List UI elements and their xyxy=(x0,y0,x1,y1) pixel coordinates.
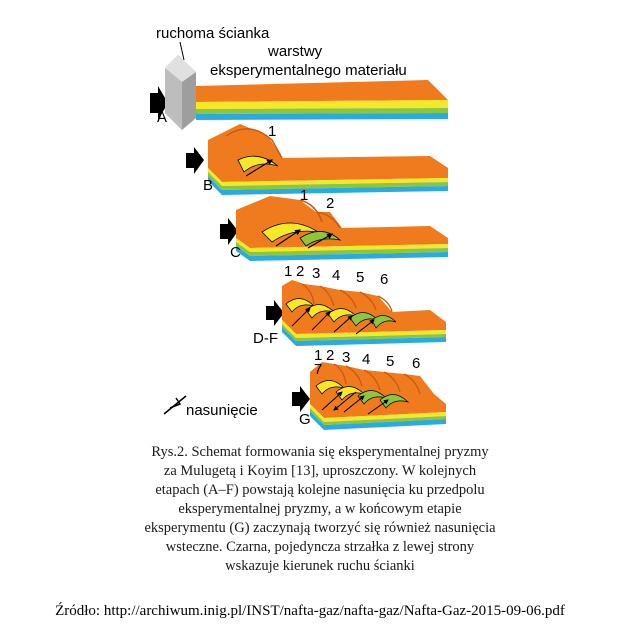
caption-line: wskazuje kierunek ruchu ścianki xyxy=(130,557,510,576)
thrust-number: 6 xyxy=(380,271,388,288)
caption-line: eksperymentu (G) zaczynają tworzyć się r… xyxy=(130,519,510,538)
thrust-number: 4 xyxy=(332,267,340,284)
source-citation: Źródło: http://archiwum.inig.pl/INST/naf… xyxy=(0,603,620,620)
push-arrow-icon xyxy=(186,153,195,168)
wall-label: ruchoma ścianka xyxy=(156,25,270,42)
layers-label-line2: eksperymentalnego materiału xyxy=(210,62,407,79)
push-arrow-icon xyxy=(292,392,301,406)
stage-c: 1 2 C xyxy=(220,187,448,261)
thrust-number: 3 xyxy=(312,265,320,282)
thrust-number: 3 xyxy=(342,349,350,366)
stage-label-g: G xyxy=(299,411,311,428)
layer-green xyxy=(196,108,448,114)
thrust-number: 1 xyxy=(300,187,308,204)
stage-label-c: C xyxy=(230,244,241,261)
layer-blue xyxy=(196,113,448,120)
caption-line: eksperymentalnej pryzmy, a w końcowym et… xyxy=(130,500,510,519)
caption-line: Rys.2. Schemat formowania się eksperymen… xyxy=(130,443,510,462)
stage-label-a: A xyxy=(157,109,167,126)
layer-orange xyxy=(236,196,448,248)
thrust-number: 1 xyxy=(314,347,322,364)
thrust-number: 2 xyxy=(326,347,334,364)
thrust-legend-label: nasunięcie xyxy=(186,402,258,419)
thrust-legend-icon xyxy=(170,398,180,408)
layer-orange xyxy=(310,362,446,418)
thrust-number: 1 xyxy=(284,263,292,280)
push-arrow-icon xyxy=(220,224,229,239)
thrust-legend: nasunięcie xyxy=(164,396,258,419)
thrust-number: 4 xyxy=(362,351,370,368)
layers-label-line1: warstwy xyxy=(267,43,323,60)
caption-line: etapach (A–F) powstają kolejne nasunięci… xyxy=(130,481,510,500)
stage-label-d-f: D-F xyxy=(253,330,278,347)
thrust-number: 5 xyxy=(386,353,394,370)
stage-b: 1 B xyxy=(186,123,448,195)
layer-orange xyxy=(208,124,448,182)
thrust-number: 6 xyxy=(412,355,420,372)
experiment-diagram: ruchoma ścianka warstwy eksperymentalneg… xyxy=(0,0,620,440)
caption-line: wsteczne. Czarna, pojedyncza strzałka z … xyxy=(130,538,510,557)
stage-label-b: B xyxy=(203,177,213,194)
thrust-number: 2 xyxy=(296,263,304,280)
thrust-number: 5 xyxy=(356,269,364,286)
wall-leader-line xyxy=(180,42,184,60)
thrust-number: 2 xyxy=(326,195,334,212)
layer-orange xyxy=(196,80,448,102)
thrust-number: 1 xyxy=(268,123,276,140)
stage-d-f: 1 2 3 4 5 6 D-F xyxy=(253,263,446,347)
caption-line: za Mulugetą i Koyim [13], uproszczony. W… xyxy=(130,462,510,481)
push-arrow-icon xyxy=(266,306,275,320)
figure-caption: Rys.2. Schemat formowania się eksperymen… xyxy=(130,443,510,576)
stage-g: 7 1 2 3 4 5 6 G xyxy=(292,347,446,430)
